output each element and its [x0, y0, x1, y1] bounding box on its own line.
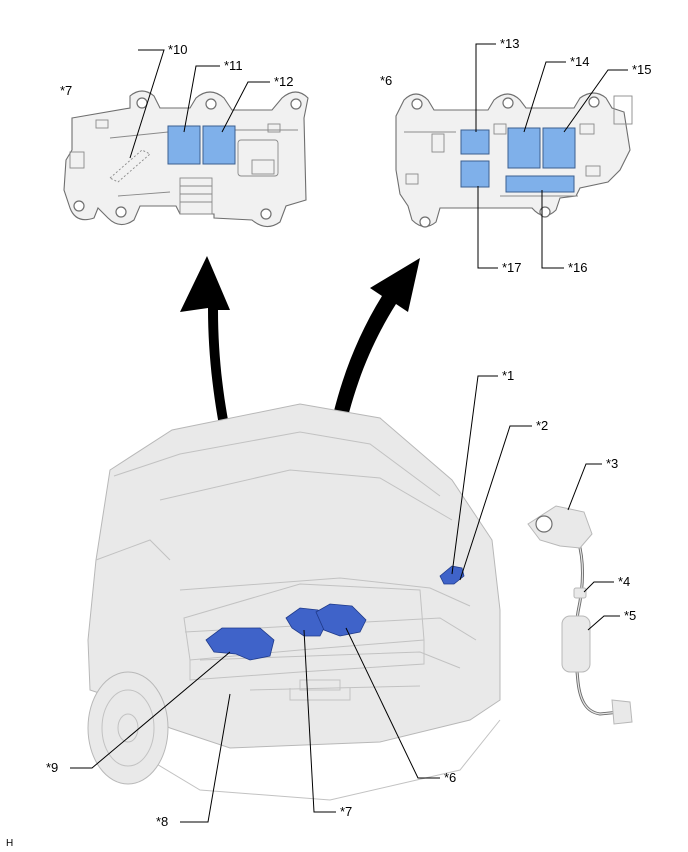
callout-6-detail: *6 — [380, 73, 392, 88]
callout-labels: *7 *10 *11 *12 *6 *13 *14 *15 *17 *16 *1… — [6, 36, 652, 849]
junction-block-7 — [285, 607, 327, 637]
charge-connector-1 — [439, 565, 465, 585]
vehicle-rear-view — [87, 403, 501, 801]
corner-mark: H — [6, 838, 13, 849]
callout-10: *10 — [168, 42, 188, 57]
charging-cable — [527, 505, 633, 725]
callout-1: *1 — [502, 368, 514, 383]
callout-11: *11 — [224, 58, 243, 73]
callout-2: *2 — [536, 418, 548, 433]
callout-15: *15 — [632, 62, 652, 77]
junction-block-9 — [205, 627, 275, 661]
callout-12: *12 — [274, 74, 294, 89]
callout-5: *5 — [624, 608, 636, 623]
junction-block-6 — [315, 603, 367, 637]
relay-13 — [460, 129, 490, 155]
relay-12 — [202, 125, 236, 165]
relay-11 — [167, 125, 201, 165]
relay-14 — [507, 127, 541, 169]
callout-7-main: *7 — [340, 804, 352, 819]
callout-17: *17 — [502, 260, 522, 275]
relay-17 — [460, 160, 490, 188]
callout-16: *16 — [568, 260, 588, 275]
callout-9: *9 — [46, 760, 58, 775]
callout-14: *14 — [570, 54, 590, 69]
callout-3: *3 — [606, 456, 618, 471]
cable-band-4 — [573, 587, 587, 599]
rear-wheel — [87, 671, 169, 785]
control-box-5 — [561, 615, 591, 673]
relay-15 — [542, 127, 576, 169]
callout-13: *13 — [500, 36, 520, 51]
callout-8: *8 — [156, 814, 168, 829]
junction-block-7-detail — [63, 90, 309, 228]
relay-16 — [505, 175, 575, 193]
leader-lines — [70, 43, 628, 823]
wall-plug — [611, 699, 633, 725]
callout-6-main: *6 — [444, 770, 456, 785]
junction-block-6-detail — [395, 92, 633, 228]
callout-4: *4 — [618, 574, 630, 589]
callout-7-detail: *7 — [60, 83, 72, 98]
